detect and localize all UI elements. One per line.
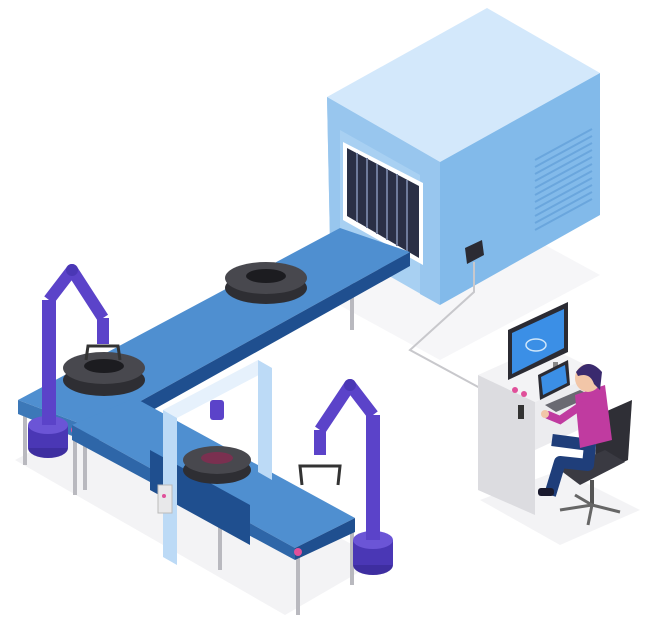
vent-grille	[534, 128, 593, 231]
operator	[538, 364, 612, 497]
laptop	[538, 360, 570, 400]
monitor-screen	[512, 309, 564, 374]
machine-top-face	[327, 8, 600, 162]
tire-on-upper-belt	[225, 262, 307, 304]
scanner-gate	[157, 360, 272, 565]
tire-gripped	[63, 352, 145, 396]
sensor-box	[465, 240, 484, 264]
scanner-head	[210, 400, 224, 420]
tire-in-scanner	[183, 446, 251, 484]
robot-arm-right	[298, 379, 393, 575]
robot-arm-left	[28, 264, 122, 458]
cable	[408, 262, 481, 389]
